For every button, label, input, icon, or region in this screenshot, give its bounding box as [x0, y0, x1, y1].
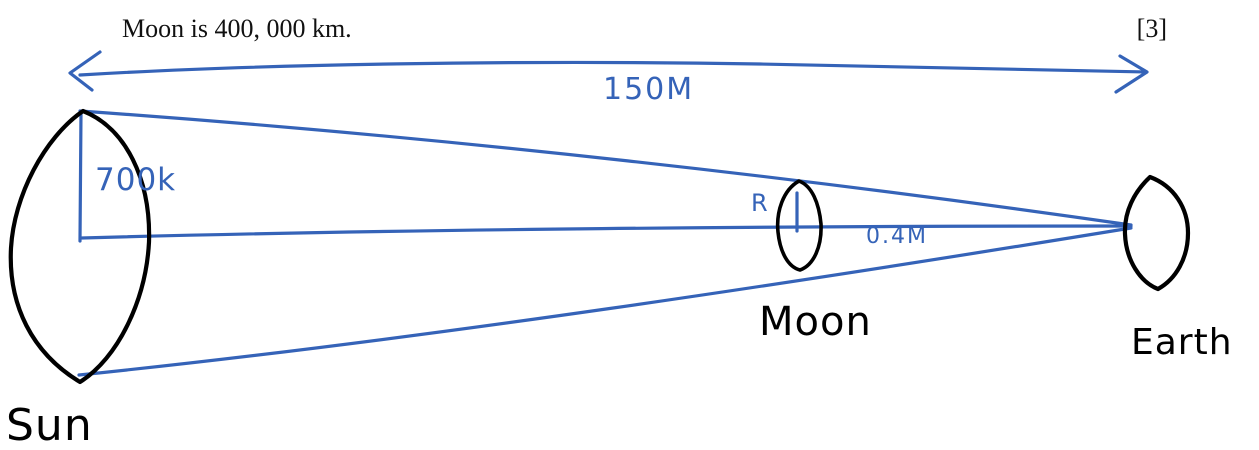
- sun-outline: [8, 108, 152, 385]
- moon-outline: [775, 179, 823, 272]
- marks-label: [3]: [1136, 14, 1167, 43]
- upper-tangent-ray: [78, 109, 1133, 227]
- distance-arrow: [68, 50, 1149, 94]
- moon-earth-distance-label: 0.4M: [866, 224, 928, 249]
- earth-outline: [1122, 174, 1191, 292]
- sun-radius-line: [78, 110, 83, 243]
- earth-label: Earth: [1131, 322, 1233, 363]
- sun-radius-label: 700k: [95, 162, 176, 198]
- lower-tangent-ray: [77, 226, 1133, 377]
- distance-label: 150M: [603, 72, 694, 107]
- sun-label: Sun: [6, 400, 93, 450]
- central-axis-line: [80, 224, 1133, 240]
- question-text: Moon is 400, 000 km.: [122, 14, 352, 43]
- moon-label: Moon: [759, 299, 872, 345]
- moon-radius-label: R: [751, 189, 768, 217]
